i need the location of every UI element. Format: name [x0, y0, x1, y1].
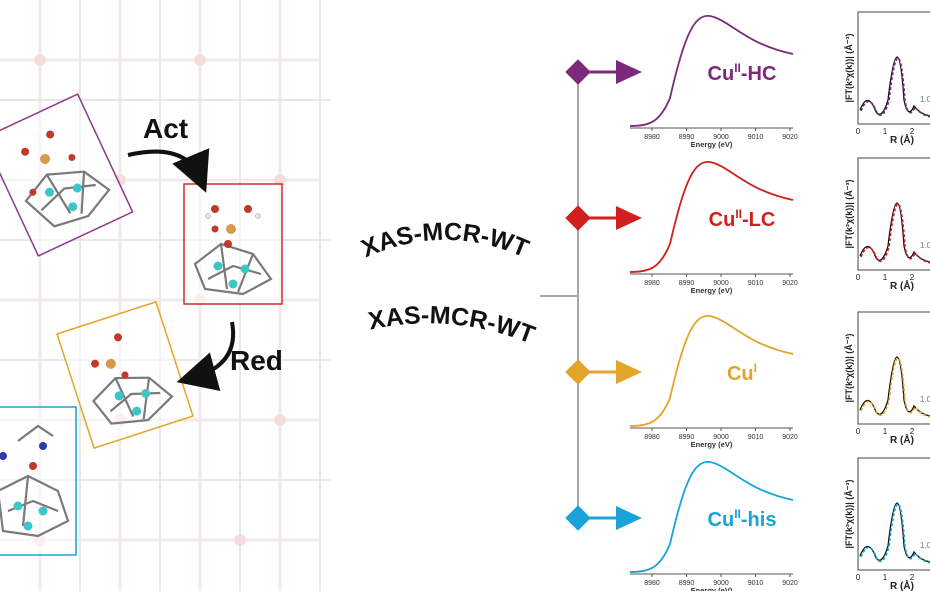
xanes-x-tick-label: 9020: [782, 134, 798, 141]
xanes-x-tick-label: 9000: [713, 280, 729, 287]
exafs-fit-line: [860, 503, 930, 564]
cluster-cu-i: [56, 300, 194, 450]
exafs-y-axis-label: |FT(k²χ(k))| (Å⁻³): [844, 334, 854, 403]
exafs-x-tick-label: 0: [856, 273, 861, 282]
species-arrow-head: [616, 60, 642, 84]
xanes-spectrum-line: [629, 15, 794, 127]
exafs-frame: [857, 157, 930, 271]
cluster-cu-ii-hc: [0, 93, 134, 257]
species-diamond-marker: [565, 359, 591, 385]
xanes-x-axis-label: Energy (eV): [691, 586, 733, 591]
xanes-x-tick-label: 8980: [644, 580, 660, 587]
method-label-lower: XAS-MCR-WT: [366, 301, 539, 349]
xanes-spectrum-line: [629, 315, 794, 427]
exafs-scale-label: 1.0: [920, 241, 930, 250]
xanes-x-tick-label: 9010: [748, 434, 764, 441]
species-arrow-head: [616, 206, 642, 230]
xanes-x-tick-label: 8980: [644, 434, 660, 441]
xanes-x-tick-label: 9010: [748, 580, 764, 587]
exafs-x-tick-label: 1: [883, 127, 888, 136]
exafs-x-tick-label: 1: [883, 427, 888, 436]
species-arrow-head: [616, 360, 642, 384]
exafs-x-axis-label: R (Å): [890, 579, 914, 591]
act-arrow: [127, 148, 210, 193]
species-diamond-marker: [565, 205, 591, 231]
exafs-x-axis-label: R (Å): [890, 279, 914, 292]
xanes-spectrum-line: [629, 461, 794, 573]
xanes-x-tick-label: 9020: [782, 280, 798, 287]
species-tree: [540, 70, 579, 518]
species-label: CuII-LC: [709, 207, 776, 231]
exafs-frame: [857, 311, 930, 425]
species-arrow-head: [616, 506, 642, 530]
act-label: Act: [143, 113, 188, 144]
exafs-experimental-line: [859, 356, 930, 417]
exafs-x-tick-label: 1: [883, 573, 888, 582]
xanes-x-tick-label: 9010: [748, 134, 764, 141]
xanes-x-axis-label: Energy (eV): [691, 140, 733, 149]
xanes-x-tick-label: 9000: [713, 434, 729, 441]
exafs-fit-line: [860, 57, 930, 118]
exafs-y-axis-label: |FT(k²χ(k))| (Å⁻³): [844, 180, 854, 249]
exafs-x-tick-label: 0: [856, 427, 861, 436]
species-diamond-marker: [565, 59, 591, 85]
xanes-x-tick-label: 9000: [713, 580, 729, 587]
exafs-x-tick-label: 0: [856, 573, 861, 582]
exafs-x-tick-label: 2: [910, 273, 915, 282]
cluster-cu-ii-his: [0, 406, 77, 556]
exafs-y-axis-label: |FT(k²χ(k))| (Å⁻³): [844, 34, 854, 103]
xanes-x-tick-label: 8980: [644, 134, 660, 141]
exafs-fit-line: [860, 203, 930, 264]
exafs-scale-label: 1.0: [920, 541, 930, 550]
species-label: CuI: [727, 361, 757, 385]
xanes-x-axis-label: Energy (eV): [691, 440, 733, 449]
exafs-scale-label: 1.0: [920, 395, 930, 404]
xanes-x-tick-label: 8990: [679, 280, 695, 287]
xanes-x-tick-label: 9020: [782, 434, 798, 441]
xanes-x-tick-label: 9000: [713, 134, 729, 141]
exafs-experimental-line: [859, 56, 930, 117]
exafs-x-tick-label: 0: [856, 127, 861, 136]
exafs-x-tick-label: 2: [910, 573, 915, 582]
xanes-x-axis-label: Energy (eV): [691, 286, 733, 295]
species-label: CuII-HC: [708, 61, 777, 85]
species-label: CuII-his: [708, 507, 777, 531]
xanes-x-tick-label: 8990: [679, 434, 695, 441]
exafs-experimental-line: [859, 502, 930, 563]
xanes-spectrum-line: [629, 161, 794, 273]
xanes-x-tick-label: 8980: [644, 280, 660, 287]
xanes-x-tick-label: 8990: [679, 580, 695, 587]
exafs-x-tick-label: 2: [910, 427, 915, 436]
xanes-x-tick-label: 9010: [748, 280, 764, 287]
exafs-x-tick-label: 2: [910, 127, 915, 136]
exafs-experimental-line: [859, 202, 930, 263]
species-diamond-marker: [565, 505, 591, 531]
exafs-y-axis-label: |FT(k²χ(k))| (Å⁻³): [844, 480, 854, 549]
exafs-scale-label: 1.0: [920, 95, 930, 104]
method-label-upper: XAS-MCR-WT: [357, 218, 532, 263]
red-arrow: [176, 321, 236, 392]
exafs-fit-line: [860, 357, 930, 418]
exafs-x-tick-label: 1: [883, 273, 888, 282]
xanes-x-tick-label: 8990: [679, 134, 695, 141]
exafs-frame: [857, 457, 930, 571]
xanes-x-tick-label: 9020: [782, 580, 798, 587]
exafs-frame: [857, 11, 930, 125]
exafs-x-axis-label: R (Å): [890, 433, 914, 446]
cluster-cu-ii-lc: [183, 183, 283, 305]
red-label: Red: [230, 345, 283, 376]
exafs-x-axis-label: R (Å): [890, 133, 914, 146]
